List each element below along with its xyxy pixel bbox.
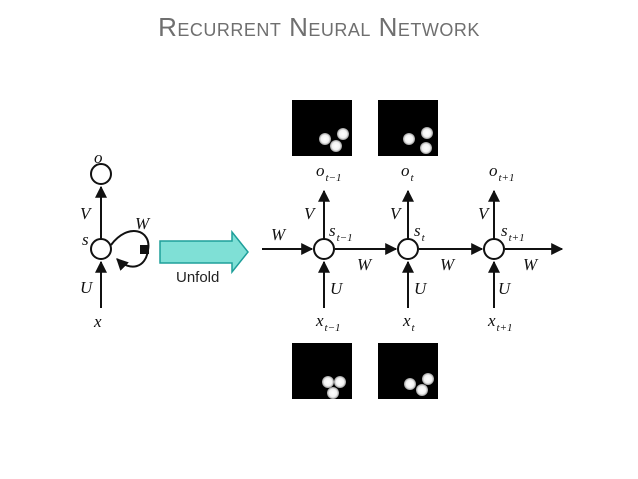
blob (403, 133, 415, 145)
slide-title: Recurrent Neural Network (158, 12, 480, 42)
blob (422, 373, 434, 385)
delay-square-icon (140, 245, 149, 254)
frame-background (378, 343, 438, 399)
blob (421, 127, 433, 139)
timestep-t: ot V st W U xt (390, 161, 484, 334)
blob (404, 378, 416, 390)
unfold-arrow: Unfold (159, 229, 249, 286)
state-label: st−1 (329, 221, 353, 244)
output-label: ot+1 (489, 161, 514, 184)
folded-v-label: V (80, 204, 93, 223)
state-node (397, 238, 419, 260)
w-label: W (357, 255, 373, 274)
folded-rnn: o V W s U x (80, 148, 151, 331)
blob (416, 384, 428, 396)
folded-state-node (90, 238, 112, 260)
unfold-arrow-icon (159, 229, 249, 275)
v-label: V (390, 204, 403, 223)
blob (319, 133, 331, 145)
folded-output-label: o (94, 148, 103, 167)
output-frame-t-minus-1 (292, 100, 352, 156)
state-node (313, 238, 335, 260)
input-frame-t (378, 343, 438, 399)
input-label: xt−1 (315, 311, 341, 334)
frame-background (292, 100, 352, 156)
timestep-t-plus-1: ot+1 V st+1 W U xt+1 (478, 161, 564, 334)
input-label: xt (402, 311, 416, 334)
incoming-w-label: W (271, 225, 287, 244)
folded-w-label: W (135, 214, 151, 233)
unfold-label: Unfold (176, 269, 219, 286)
input-label: xt+1 (487, 311, 513, 334)
output-frame-t (378, 100, 438, 156)
w-label: W (523, 255, 539, 274)
input-frame-t-minus-1 (292, 343, 352, 399)
output-label: ot (401, 161, 415, 184)
folded-state-label: s (82, 230, 89, 249)
folded-input-label: x (93, 312, 102, 331)
folded-u-label: U (80, 278, 94, 297)
blob (337, 128, 349, 140)
state-label: st+1 (501, 221, 525, 244)
v-label: V (304, 204, 317, 223)
unfolded-rnn: W ot−1 V st−1 W U xt−1 ot V (262, 161, 564, 334)
v-label: V (478, 204, 491, 223)
folded-output-node (90, 163, 112, 185)
output-label: ot−1 (316, 161, 341, 184)
blob (327, 387, 339, 399)
u-label: U (498, 279, 512, 298)
frame-background (292, 343, 352, 399)
timestep-t-minus-1: ot−1 V st−1 W U xt−1 (304, 161, 398, 334)
w-label: W (440, 255, 456, 274)
state-label: st (414, 221, 426, 244)
blob (322, 376, 334, 388)
u-label: U (414, 279, 428, 298)
blob (420, 142, 432, 154)
blob (330, 140, 342, 152)
blob (334, 376, 346, 388)
state-node (483, 238, 505, 260)
u-label: U (330, 279, 344, 298)
